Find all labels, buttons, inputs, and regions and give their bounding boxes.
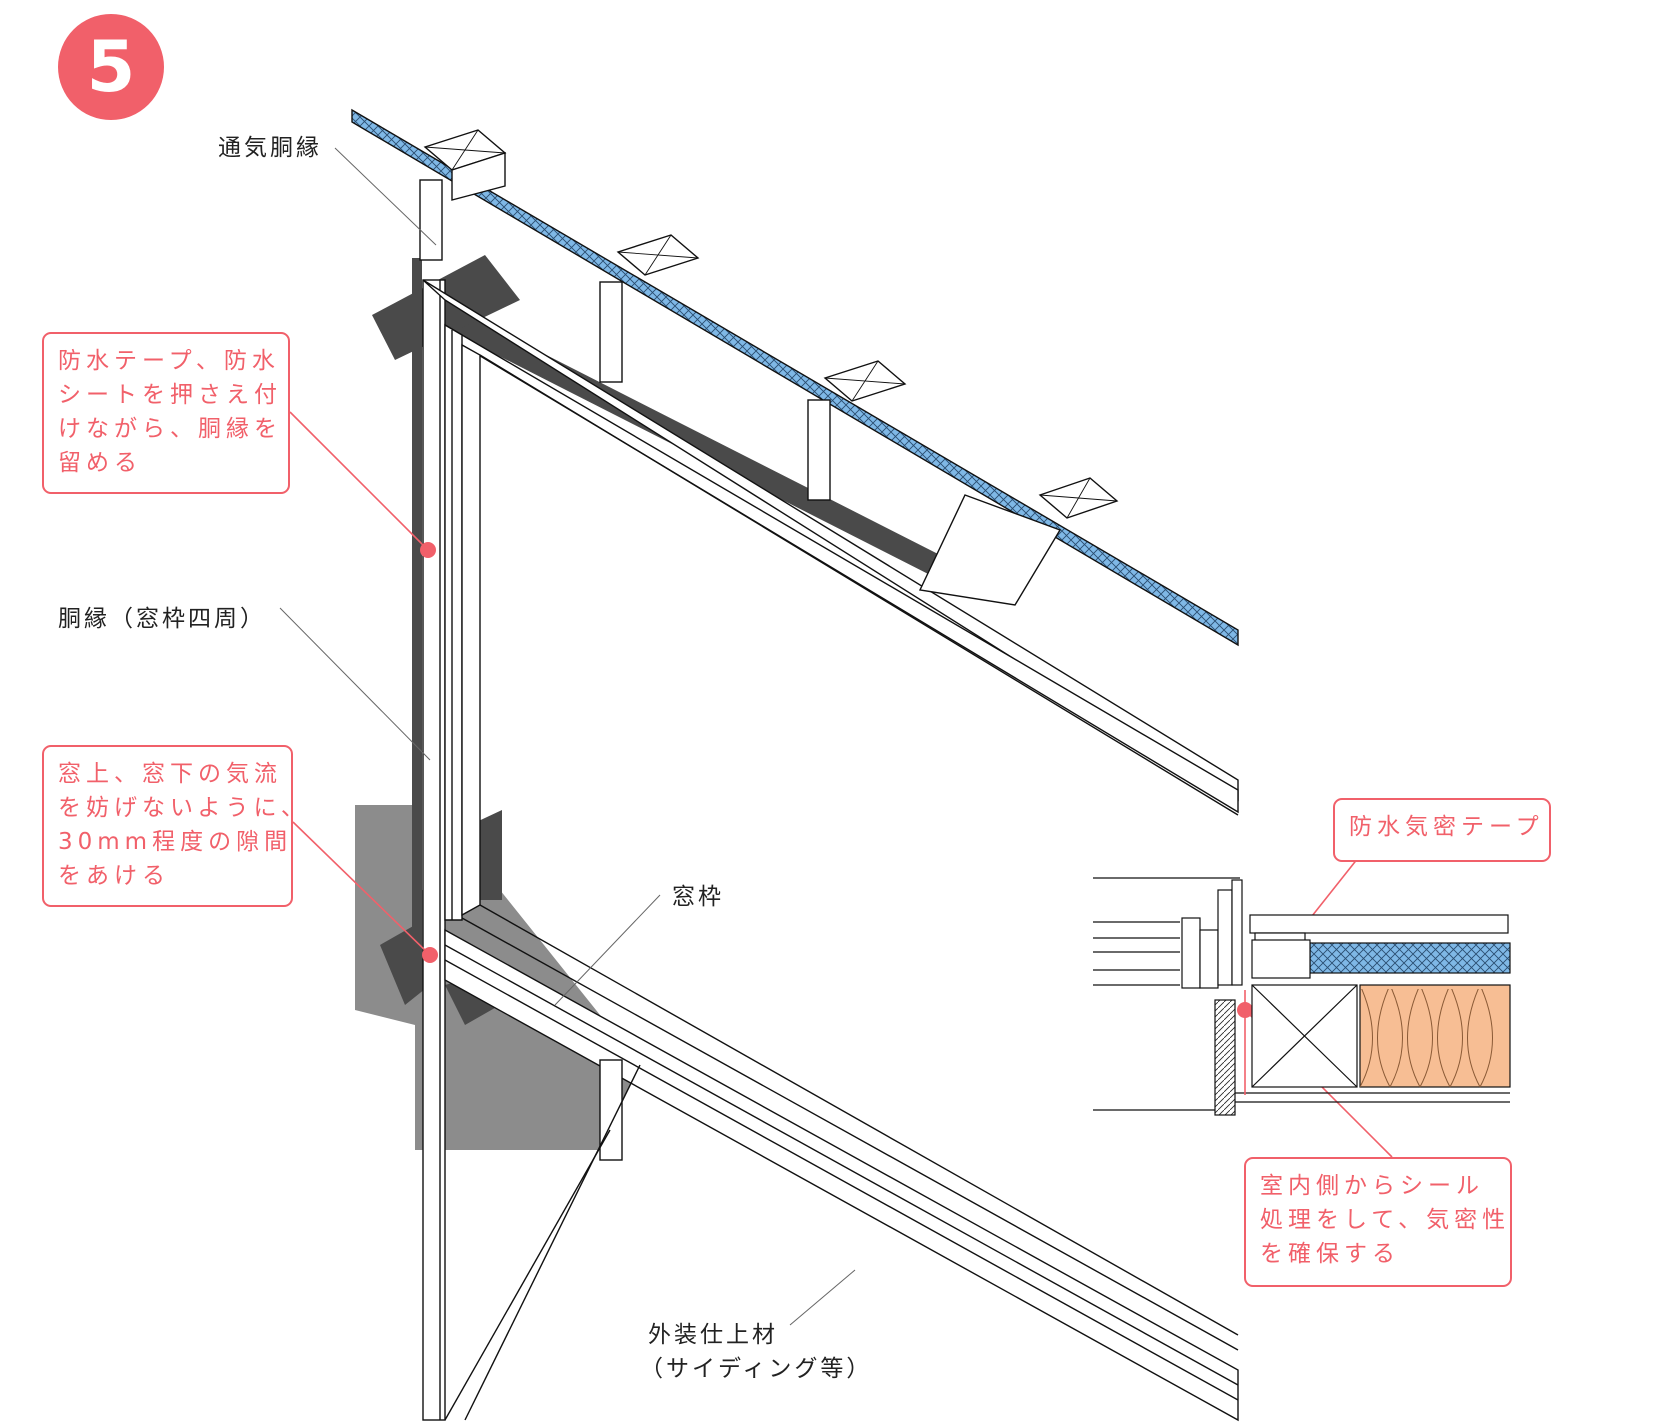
label-furring-vent: 通気胴縁: [218, 135, 322, 161]
tape-flap-top: [372, 255, 520, 360]
callout-line: 室内側からシール: [1260, 1173, 1484, 1199]
step-number-badge: 5: [58, 14, 164, 120]
window-frame-sill: [444, 928, 1239, 1422]
callout-interior-seal: 室内側からシール 処理をして、気密性 を確保する: [1244, 1157, 1512, 1287]
batten-cross-icon: [424, 129, 1118, 519]
callout-tape-sheet: 防水テープ、防水 シートを押さえ付 けながら、胴縁を 留める: [42, 332, 290, 494]
glass-wool: [1359, 984, 1511, 1088]
window-frame-jamb: [444, 323, 463, 921]
callout-line: シートを押さえ付: [58, 382, 282, 408]
insulation-board: [1309, 942, 1511, 974]
furring-lower: [599, 1059, 623, 1161]
furring-left: [422, 279, 446, 1421]
tape-flap-bottom-1: [380, 925, 430, 1005]
label-siding-line2: （サイディング等）: [640, 1356, 873, 1382]
callout-line: 30mm程度の隙間: [58, 829, 293, 855]
callout-airflow-gap: 窓上、窓下の気流 を妨げないように、 30mm程度の隙間 をあける: [42, 745, 309, 907]
callout-line: 防水気密テープ: [1349, 814, 1544, 840]
callout-line: を妨げないように、: [58, 795, 309, 821]
sill-hatched: [1214, 999, 1236, 1116]
section-detail: [1093, 877, 1511, 1116]
vertical-furring-short: [419, 179, 831, 501]
window-frame-inner: [461, 343, 481, 917]
label-furring-frame: 胴縁（窓枠四周）: [58, 606, 266, 632]
callout-line: 防水テープ、防水: [58, 348, 280, 374]
callout-line: 窓上、窓下の気流: [58, 761, 282, 787]
waterproof-tape-left: [412, 258, 422, 955]
main-view: [279, 108, 1393, 1422]
siding-piece-upper: [918, 494, 1062, 606]
leader-lines-gray: [279, 147, 856, 1326]
callout-line: 留める: [58, 450, 142, 476]
callout-line: をあける: [58, 863, 170, 889]
sloped-insulation-strip: [351, 108, 1239, 647]
label-window-frame: 窓枠: [672, 884, 724, 910]
callout-line: けながら、胴縁を: [58, 416, 282, 442]
label-siding-line1: 外装仕上材: [648, 1322, 778, 1348]
callout-line: を確保する: [1260, 1241, 1400, 1267]
callout-line: 処理をして、気密性: [1260, 1207, 1511, 1233]
top-battens: [423, 129, 1119, 519]
callout-airtight-tape: 防水気密テープ: [1333, 798, 1551, 862]
